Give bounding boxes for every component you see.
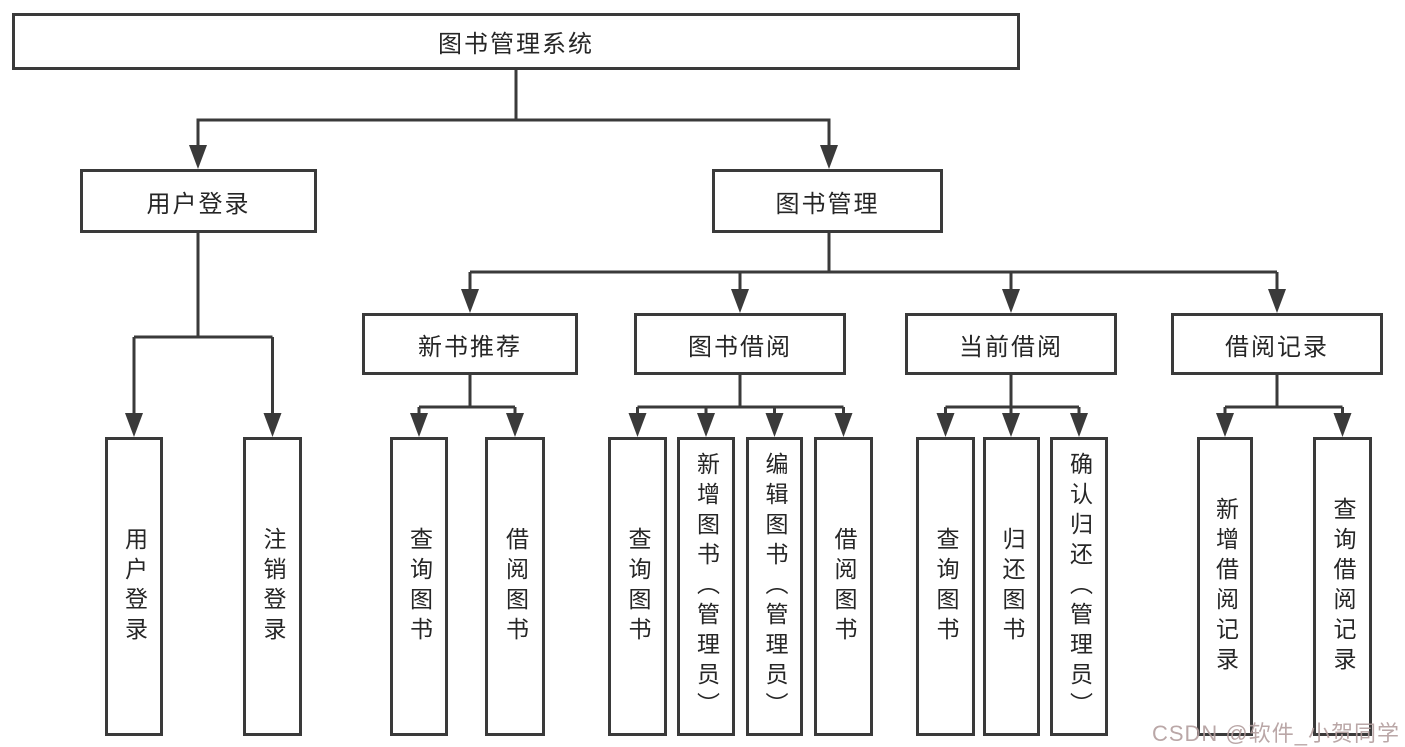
arrowhead-icon <box>1002 289 1020 313</box>
arrowhead-icon <box>461 289 479 313</box>
arrowhead-icon <box>1070 413 1088 437</box>
node-current-borrowing: 当前借阅 <box>905 313 1117 375</box>
arrowhead-icon <box>628 413 647 437</box>
arrowhead-icon <box>263 413 282 437</box>
connector-currentborrow-to-leaves <box>944 375 1081 414</box>
leaf-edit-books-admin: 编辑图书（管理员） <box>746 437 803 736</box>
leaf-query-borrow-record: 查询借阅记录 <box>1313 437 1372 736</box>
leaf-query-books: 查询图书 <box>608 437 667 736</box>
arrowhead-icon <box>936 413 955 437</box>
connector-borrowrecord-to-leaves <box>1223 375 1344 414</box>
node-borrowing-records: 借阅记录 <box>1171 313 1383 375</box>
arrowhead-icon <box>1333 413 1352 437</box>
arrowhead-group <box>125 145 1352 437</box>
node-new-book-recommend: 新书推荐 <box>362 313 578 375</box>
connector-bookmgmt-to-level3 <box>468 233 1279 290</box>
leaf-borrow-books: 借阅图书 <box>814 437 873 736</box>
leaf-logout: 注销登录 <box>243 437 302 736</box>
connector-bookborrow-to-leaves <box>636 375 845 414</box>
leaf-add-borrow-record: 新增借阅记录 <box>1197 437 1253 736</box>
leaf-query-books: 查询图书 <box>390 437 448 736</box>
connector-root-to-level2 <box>196 70 831 146</box>
node-book-borrowing: 图书借阅 <box>634 313 846 375</box>
leaf-add-books-admin: 新增图书（管理员） <box>677 437 735 736</box>
leaf-user-login: 用户登录 <box>105 437 163 736</box>
node-user-login: 用户登录 <box>80 169 317 233</box>
arrowhead-icon <box>731 289 749 313</box>
arrowhead-icon <box>506 413 524 437</box>
leaf-return-books: 归还图书 <box>983 437 1040 736</box>
arrowhead-icon <box>189 145 207 169</box>
connector-line-group <box>132 70 1344 414</box>
connector-userlogin-to-leaves <box>132 233 274 414</box>
arrowhead-icon <box>697 413 715 437</box>
arrowhead-icon <box>765 413 784 437</box>
arrowhead-icon <box>1216 413 1234 437</box>
arrowhead-icon <box>820 145 838 169</box>
connector-newbook-to-leaves <box>417 375 517 414</box>
arrowhead-icon <box>1002 413 1020 437</box>
node-book-management: 图书管理 <box>712 169 943 233</box>
arrowhead-icon <box>1268 289 1286 313</box>
arrowhead-icon <box>410 413 428 437</box>
csdn-watermark: CSDN @软件_小贺同学 <box>1151 721 1400 746</box>
arrowhead-icon <box>125 413 143 437</box>
leaf-borrow-books: 借阅图书 <box>485 437 545 736</box>
arrowhead-icon <box>834 413 853 437</box>
node-library-management-system: 图书管理系统 <box>12 13 1020 70</box>
leaf-query-books: 查询图书 <box>916 437 975 736</box>
leaf-confirm-return-admin: 确认归还（管理员） <box>1050 437 1108 736</box>
